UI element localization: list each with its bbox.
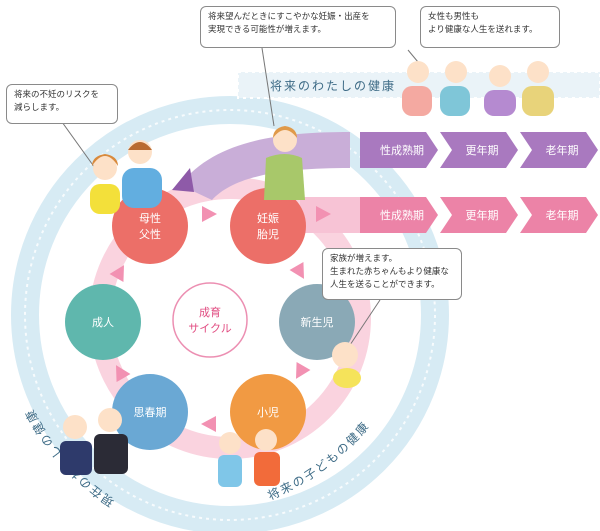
note-top: 将来望んだときにすこやかな妊娠・出産を実現できる可能性が増えます。 [200,6,396,48]
parents-illustration [90,140,162,214]
note-right-mid: 家族が増えます。生まれた赤ちゃんもより健康な人生を送ることができます。 [322,248,462,300]
cycle-arrow [109,265,124,283]
future-me-label: 将来のわたしの健康 [270,78,396,93]
stage-label: 更年期 [466,208,499,222]
outer-ring-dash [24,109,436,521]
pregnant-woman-illustration [264,126,305,200]
node-newborn: 新生児 [279,284,355,360]
cycle-arrow [316,206,331,222]
pointer-baby [349,299,381,346]
stage-chevron [360,197,438,233]
svg-text:妊娠: 妊娠 [257,211,279,225]
cycle-arrow [201,416,216,432]
pointer-left [61,121,96,169]
pointer-right [407,49,419,63]
pink-band [300,197,360,233]
svg-text:新生児: 新生児 [301,315,334,329]
stage-label: 更年期 [466,143,499,157]
note-right-top: 女性も男性もより健康な人生を送れます。 [420,6,560,48]
svg-text:胎児: 胎児 [257,227,279,241]
node-puberty: 思春期 [112,374,188,450]
svg-text:サイクル: サイクル [188,322,231,335]
stages-mid-row: 性成熟期 更年期 老年期 [360,197,598,233]
stage-label: 老年期 [546,208,579,222]
stage-chevron [360,132,438,168]
cycle-arrow [116,365,131,383]
svg-text:成人: 成人 [92,316,114,329]
teens-illustration [60,408,128,475]
cycle-arrow [296,361,311,379]
stage-chevron [520,197,598,233]
node-adult: 成人 [65,284,141,360]
stage-label: 老年期 [546,143,579,157]
baby-illustration [332,342,361,388]
swoosh-arrow-head [172,168,194,192]
cycle-arrow [289,261,304,279]
svg-text:思春期: 思春期 [134,406,167,419]
stage-chevron [440,132,518,168]
svg-text:母性: 母性 [139,211,161,225]
stage-chevron [440,197,518,233]
center-cycle: 成育 サイクル [172,282,248,358]
svg-text:父性: 父性 [139,227,161,241]
svg-text:成育: 成育 [199,305,221,319]
svg-text:小児: 小児 [257,406,279,419]
family-illustration [402,61,554,116]
note-left: 将来の不妊のリスクを減らします。 [6,84,118,124]
stage-label: 性成熟期 [380,208,424,222]
purple-swoosh [180,132,350,200]
cycle-arrow [202,206,217,222]
stage-label: 性成熟期 [380,143,424,157]
stages-top-row: 性成熟期 更年期 老年期 [360,132,598,168]
node-pregnancy: 妊娠 胎児 [230,188,306,264]
node-child: 小児 [230,374,306,450]
children-illustration [218,429,280,487]
stage-chevron [520,132,598,168]
cycle-arrows [109,206,331,432]
pointer-top [261,47,275,127]
